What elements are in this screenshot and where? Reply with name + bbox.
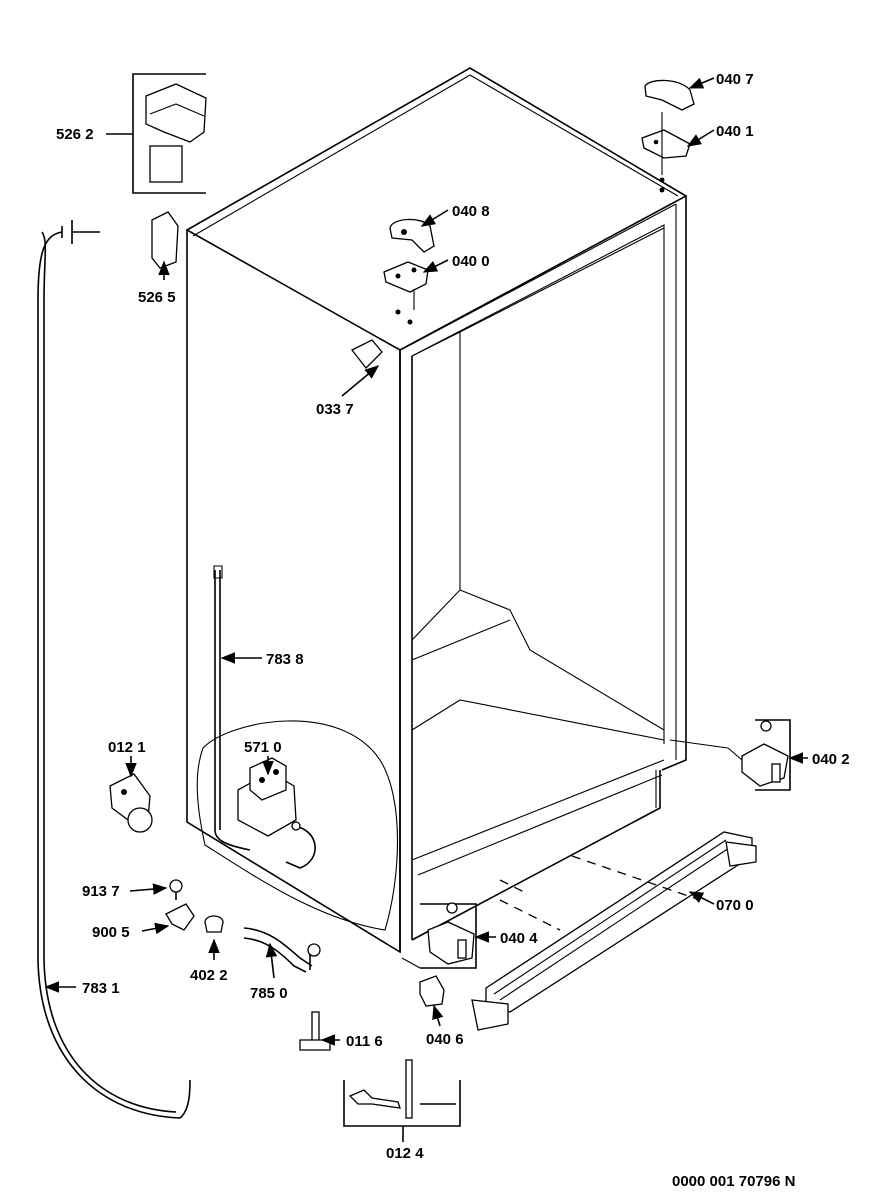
hinge-plate-0400 [383,261,429,325]
valve-5710 [237,757,316,869]
kickplate-0700 [471,831,757,1031]
part-0402-box [741,719,791,791]
label-0337: 033 7 [316,401,354,418]
bracket-0406 [419,975,445,1007]
label-0402: 040 2 [812,751,850,768]
hinge-cap-0407 [644,79,695,111]
part-labels: 526 2 526 5 033 7 040 8 040 0 040 7 040 … [56,71,850,1190]
grommet-4022 [204,915,224,933]
foot-0116 [299,1011,331,1051]
label-7838: 783 8 [266,651,304,668]
label-5262: 526 2 [56,126,94,143]
cabinet [185,67,688,954]
label-0404: 040 4 [500,930,538,947]
label-0116: 011 6 [346,1033,383,1050]
label-0408: 040 8 [452,203,490,220]
corner-bracket-icon [351,339,383,369]
tube-7838 [213,565,251,851]
screw-9137 [169,879,183,900]
label-5710: 571 0 [244,739,282,756]
drawing-reference-code: 0000 001 70796 N [672,1173,795,1190]
label-0407: 040 7 [716,71,754,88]
top-hinge-0408 [389,218,435,253]
label-5265: 526 5 [138,289,176,306]
part-0124-box [343,1059,461,1127]
label-0406: 040 6 [426,1031,464,1048]
label-0124: 012 4 [386,1145,424,1162]
hinge-plate-0401 [641,112,691,193]
part-5262-box [132,73,207,194]
tube-7850 [243,927,321,973]
label-0401: 040 1 [716,123,754,140]
label-4022: 402 2 [190,967,228,984]
part-5265-icon [151,211,179,269]
label-9137: 913 7 [82,883,120,900]
label-7850: 785 0 [250,985,288,1002]
tube-7831 [37,220,191,1119]
label-0121: 012 1 [108,739,146,756]
label-0400: 040 0 [452,253,490,270]
clip-9005 [165,903,195,931]
label-9005: 900 5 [92,924,130,941]
part-0404-box [420,902,477,969]
label-0700: 070 0 [716,897,754,914]
leader-lines [44,77,808,1142]
roller-0121 [109,773,153,833]
label-7831: 783 1 [82,980,120,997]
